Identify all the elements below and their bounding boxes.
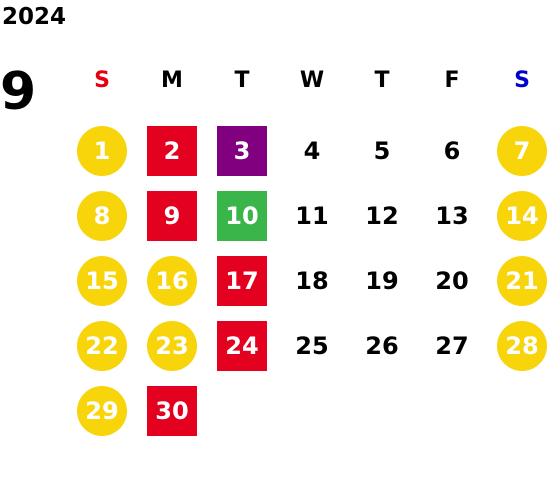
weekday-label-saturday: S	[514, 68, 530, 93]
day-cell: 7	[487, 118, 548, 183]
day-13: 13	[435, 201, 469, 230]
weekday-label-tuesday: T	[234, 68, 250, 93]
day-1: 1	[77, 125, 127, 176]
day-22: 22	[77, 320, 127, 371]
day-cell: 4	[277, 118, 347, 183]
day-cell: 8	[67, 183, 137, 248]
day-cell: 11	[277, 183, 347, 248]
day-24: 24	[217, 320, 267, 371]
day-cell: 17	[207, 248, 277, 313]
day-cell: 30	[137, 378, 207, 443]
day-15: 15	[77, 255, 127, 306]
weekday-label-friday: F	[444, 68, 460, 93]
day-4: 4	[303, 136, 321, 165]
day-cell: 14	[487, 183, 548, 248]
day-29: 29	[77, 385, 127, 436]
day-28: 28	[497, 320, 547, 371]
day-30: 30	[147, 385, 197, 436]
day-9: 9	[147, 190, 197, 241]
day-cell: 21	[487, 248, 548, 313]
day-18: 18	[295, 266, 329, 295]
day-8: 8	[77, 190, 127, 241]
day-cell: 24	[207, 313, 277, 378]
year-label: 2024	[2, 4, 67, 30]
day-21: 21	[497, 255, 547, 306]
day-cell: 16	[137, 248, 207, 313]
day-7: 7	[497, 125, 547, 176]
day-23: 23	[147, 320, 197, 371]
day-cell: 28	[487, 313, 548, 378]
day-3: 3	[217, 125, 267, 176]
day-cell: 15	[67, 248, 137, 313]
weekday-label-monday: M	[161, 68, 183, 93]
day-14: 14	[497, 190, 547, 241]
day-cell: 25	[277, 313, 347, 378]
weekday-label-thursday: T	[374, 68, 390, 93]
day-cell: 27	[417, 313, 487, 378]
day-cell: 3	[207, 118, 277, 183]
day-11: 11	[295, 201, 329, 230]
weekday-label-wednesday: W	[299, 68, 325, 93]
day-cell: 20	[417, 248, 487, 313]
day-12: 12	[365, 201, 399, 230]
day-20: 20	[435, 266, 469, 295]
day-cell: 12	[347, 183, 417, 248]
day-10: 10	[217, 190, 267, 241]
day-cell: 2	[137, 118, 207, 183]
day-cell: 10	[207, 183, 277, 248]
weekday-label-sunday: S	[94, 68, 110, 93]
day-cell: 5	[347, 118, 417, 183]
day-cell: 6	[417, 118, 487, 183]
day-25: 25	[295, 331, 329, 360]
day-cell: 23	[137, 313, 207, 378]
day-19: 19	[365, 266, 399, 295]
day-cell: 18	[277, 248, 347, 313]
day-16: 16	[147, 255, 197, 306]
day-cell: 1	[67, 118, 137, 183]
day-cell: 9	[137, 183, 207, 248]
day-27: 27	[435, 331, 469, 360]
day-17: 17	[217, 255, 267, 306]
day-cell: 26	[347, 313, 417, 378]
month-number: 9	[0, 62, 37, 122]
day-26: 26	[365, 331, 399, 360]
day-cell: 22	[67, 313, 137, 378]
day-6: 6	[443, 136, 461, 165]
day-5: 5	[373, 136, 391, 165]
day-cell: 19	[347, 248, 417, 313]
day-cell: 13	[417, 183, 487, 248]
day-cell: 29	[67, 378, 137, 443]
day-2: 2	[147, 125, 197, 176]
